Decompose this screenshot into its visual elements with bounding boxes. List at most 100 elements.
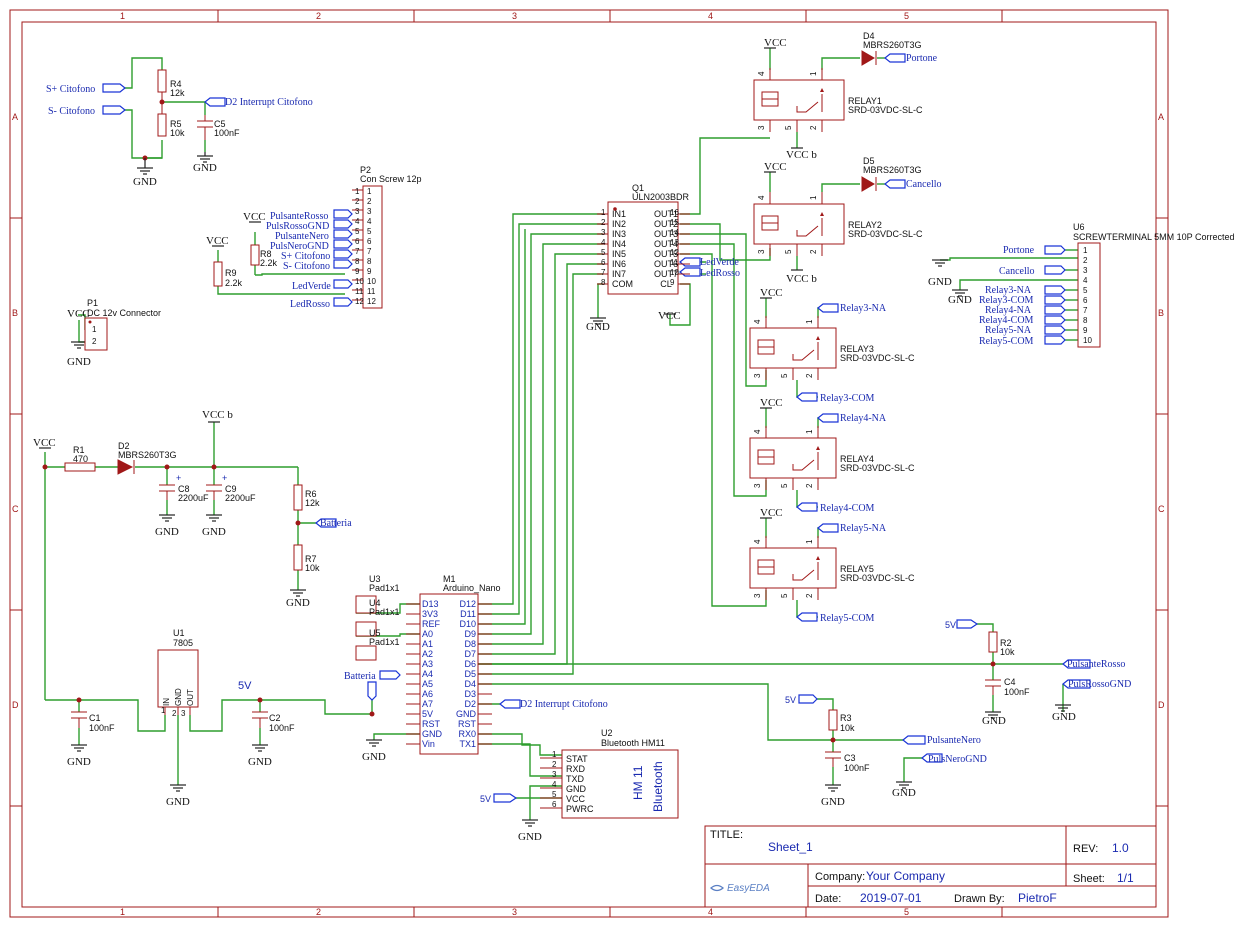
pin-number: 7 xyxy=(1083,306,1088,315)
ref-r6: R6 xyxy=(305,489,317,499)
ref-c3: C3 xyxy=(844,753,856,763)
m1-left-pin-label: GND xyxy=(422,729,443,739)
net-label-relay3-com-u6: Relay3-COM xyxy=(979,295,1034,306)
value-r9: 2.2k xyxy=(225,278,243,288)
m1-left-pin-label: A3 xyxy=(422,659,433,669)
net-label-pulsante-nero: PulsanteNero xyxy=(275,231,329,242)
components: R4 12k R5 10k C5 100nF R8 2.2k R9 2.2k P… xyxy=(64,31,1235,819)
relay-switch xyxy=(796,101,819,113)
pin-number: 6 xyxy=(552,800,557,809)
pin-number: 4 xyxy=(367,217,372,226)
vcc-label: VCC xyxy=(764,37,787,49)
m1-right-pin-label: D9 xyxy=(464,629,476,639)
net-label-portone-u6: Portone xyxy=(1003,245,1035,256)
net-label-relay4-na-u6: Relay4-NA xyxy=(985,305,1032,316)
vcc-label: VCC xyxy=(760,397,783,409)
pin-number: 1 xyxy=(809,71,818,76)
net-label-relay4-com-u6: Relay4-COM xyxy=(979,315,1034,326)
m1-right-pin-label: D6 xyxy=(464,659,476,669)
title-label: TITLE: xyxy=(710,829,743,841)
net-label-s-minus: S- Citofono xyxy=(48,106,95,117)
pin-number: 5 xyxy=(780,483,789,488)
frame-row-label: C xyxy=(1158,504,1165,514)
pin-number: 9 xyxy=(1083,326,1088,335)
value-c2: 100nF xyxy=(269,723,295,733)
relay-value: SRD-03VDC-SL-C xyxy=(840,353,915,363)
pin-number: 3 xyxy=(552,770,557,779)
m1-right-pin-label: D4 xyxy=(464,679,476,689)
vcc-b-label: VCC b xyxy=(202,409,233,421)
value-u5: Pad1x1 xyxy=(369,637,400,647)
relay-body xyxy=(753,203,845,245)
m1-left-pin-label: A0 xyxy=(422,629,433,639)
m1-left-pin-label: 5V xyxy=(422,709,433,719)
relay-arrow xyxy=(820,88,824,92)
value-u3: Pad1x1 xyxy=(369,583,400,593)
pin-number: 5 xyxy=(367,227,372,236)
relay-ref: RELAY1 xyxy=(848,96,882,106)
pin-number: 10 xyxy=(367,277,376,286)
frame-col-label: 4 xyxy=(708,907,713,917)
m1-right-pin-label: D7 xyxy=(464,649,476,659)
pin-number: 12 xyxy=(367,297,376,306)
u1-pin-out: OUT xyxy=(186,689,195,706)
ref-p1: P1 xyxy=(87,298,98,308)
pin-number: 2 xyxy=(172,709,177,718)
ref-r3: R3 xyxy=(840,713,852,723)
frame-col-label: 3 xyxy=(512,907,517,917)
relay-value: SRD-03VDC-SL-C xyxy=(840,573,915,583)
ref-c5: C5 xyxy=(214,119,226,129)
pin-number: 7 xyxy=(601,268,606,277)
m1-left-pin-label: RST xyxy=(422,719,441,729)
gnd-label: GND xyxy=(166,796,190,808)
net-label-puls-nero-gnd-r3: PulsNeroGND xyxy=(928,754,987,765)
pin-number: 4 xyxy=(753,539,762,544)
pin-number: 2 xyxy=(809,125,818,130)
net-label-relay3-na: Relay3-NA xyxy=(840,303,887,314)
polarity-c9: + xyxy=(222,473,227,483)
pin-number: 9 xyxy=(355,267,360,276)
sheet-frame: 1 2 3 4 5 1 2 3 4 5 A B C D A B C D xyxy=(9,9,1169,918)
value-c9: 2200uF xyxy=(225,493,256,503)
frame-col-label: 3 xyxy=(512,11,517,21)
pin-number: 1 xyxy=(601,208,606,217)
pin-number: 2 xyxy=(809,249,818,254)
pin-number: 1 xyxy=(805,539,814,544)
gnd-label: GND xyxy=(67,356,91,368)
net-label-relay4-com: Relay4-COM xyxy=(820,503,875,514)
gnd-label: GND xyxy=(928,276,952,288)
pin-number: 2 xyxy=(367,197,372,206)
net-label-s-minus-p2: S- Citofono xyxy=(283,261,330,272)
pin-number: 2 xyxy=(355,197,360,206)
ref-r5: R5 xyxy=(170,119,182,129)
gnd-label: GND xyxy=(1052,711,1076,723)
easyeda-logo: EasyEDA xyxy=(709,883,770,894)
pin-number: 2 xyxy=(805,373,814,378)
pin-number: 6 xyxy=(367,237,372,246)
value-r2: 10k xyxy=(1000,647,1015,657)
pin-number: 12 xyxy=(355,297,364,306)
value-q1: ULN2003BDR xyxy=(632,192,690,202)
m1-right-pin-label: D10 xyxy=(459,619,476,629)
m1-left-pin-label: A6 xyxy=(422,689,433,699)
q1-right-pin-label: OUT4 xyxy=(654,239,678,249)
rev-value: 1.0 xyxy=(1112,841,1129,855)
relay-value: SRD-03VDC-SL-C xyxy=(848,229,923,239)
power-label-5v: 5V xyxy=(238,680,252,692)
net-label-puls-nero-gnd: PulsNeroGND xyxy=(270,241,329,252)
vcc-label: VCC xyxy=(764,161,787,173)
value-d2: MBRS260T3G xyxy=(118,450,177,460)
relay-arrow xyxy=(816,556,820,560)
q1-right-pin-label: OUT6 xyxy=(654,259,678,269)
relay-arrow xyxy=(820,212,824,216)
pin-number: 15 xyxy=(670,218,679,227)
ref-r2: R2 xyxy=(1000,638,1012,648)
pin-number: 5 xyxy=(780,373,789,378)
pin-number: 3 xyxy=(753,593,762,598)
m1-left-pin-label: REF xyxy=(422,619,441,629)
